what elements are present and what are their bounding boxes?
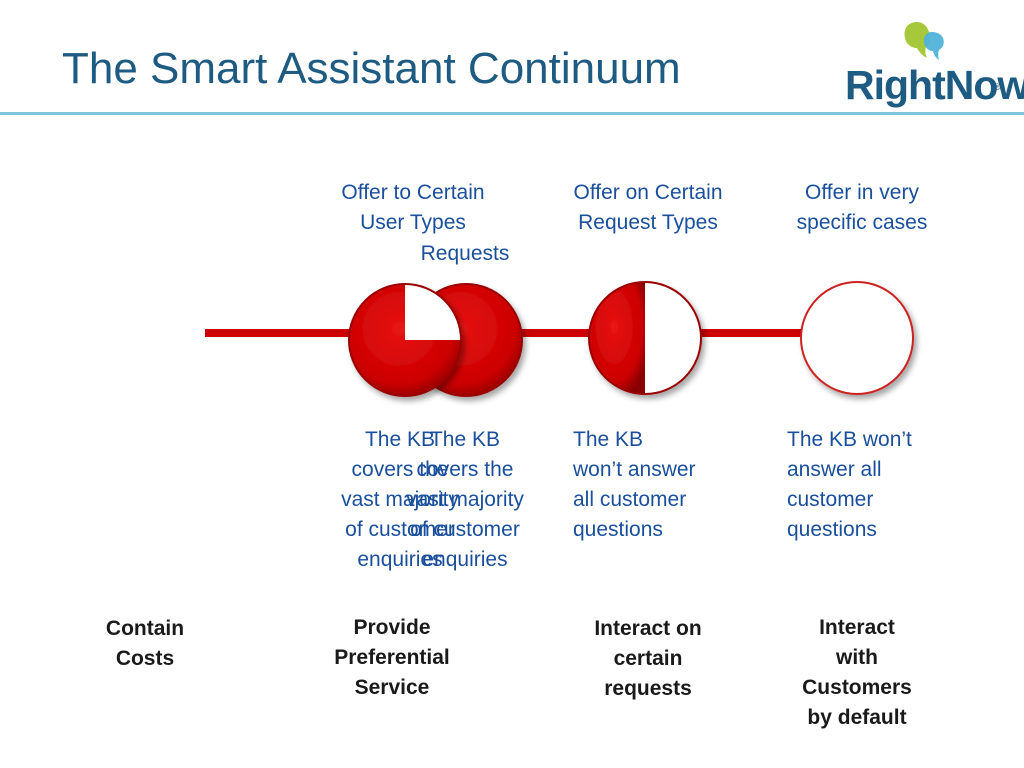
marker-fill (589, 282, 645, 394)
label-line: of customer (410, 518, 520, 541)
label-line: all customer (573, 488, 687, 511)
outcome-interact-default: Interact with Customers by default (777, 613, 937, 733)
marker-outline (588, 281, 702, 395)
label-line: questions (787, 518, 877, 541)
label-line: questions (573, 518, 663, 541)
kb-label-majority-a: The KB covers the vast majority of custo… (325, 425, 475, 575)
label-line: Offer on Certain (573, 181, 723, 204)
green-bubble-icon (904, 22, 930, 58)
label-line: Service (354, 676, 430, 699)
label-offer-request-types: Offer on Certain Request Types (548, 178, 748, 238)
blue-bubble-icon (923, 32, 944, 60)
kb-label-majority-b: The KB covers the vast majority of custo… (390, 425, 540, 575)
label-line: of customer (345, 518, 455, 541)
label-line: Interact (819, 616, 895, 639)
label-line: Interact on (594, 617, 702, 640)
marker-background (801, 282, 913, 394)
label-line: Contain (105, 617, 185, 640)
slide-title: The Smart Assistant Continuum (62, 44, 681, 93)
marker-fill (349, 284, 461, 396)
label-line: by default (807, 706, 907, 729)
label-line: Requests (420, 242, 510, 265)
markers-layer (348, 281, 914, 397)
kb-label-wont-answer-all: The KB won’t answer all customer questio… (787, 425, 957, 545)
marker-outline (800, 281, 914, 395)
rightnow-logo: RightNow ® (845, 18, 1024, 108)
label-line: certain (613, 647, 683, 670)
label-line: with (836, 646, 878, 669)
label-line: Request Types (578, 211, 718, 234)
label-line: Offer in very (805, 181, 919, 204)
label-line: won’t answer (573, 458, 696, 481)
continuum-line (205, 329, 905, 337)
label-line: covers the (351, 458, 449, 481)
label-line: enquiries (422, 548, 508, 571)
registered-mark: ® (994, 82, 1001, 92)
empty-marker (800, 281, 914, 395)
label-line: Customers (802, 676, 912, 699)
logo-wordmark: RightNow (845, 62, 1024, 108)
label-line: vast majority (341, 488, 459, 511)
kb-label-wont-answer: The KB won’t answer all customer questio… (573, 425, 743, 545)
label-line: Preferential (334, 646, 450, 669)
label-requests: Requests (405, 239, 525, 269)
label-line: customer (787, 488, 874, 511)
label-line: vast majority (406, 488, 524, 511)
label-offer-specific-cases: Offer in very specific cases (772, 178, 952, 238)
label-line: User Types (360, 211, 466, 234)
label-line: covers the (416, 458, 514, 481)
label-line: requests (604, 677, 692, 700)
label-line: answer all (787, 458, 882, 481)
label-line: enquiries (357, 548, 443, 571)
label-line: The KB (364, 428, 436, 451)
label-line: Provide (353, 616, 431, 639)
speech-bubbles-icon (904, 22, 944, 60)
label-line: specific cases (796, 211, 928, 234)
outcome-preferential-service: Provide Preferential Service (312, 613, 472, 703)
label-offer-user-types: Offer to Certain User Types (318, 178, 508, 238)
title-underline (0, 112, 1024, 115)
label-line: Costs (115, 647, 175, 670)
label-line: The KB (573, 428, 644, 451)
three-quarter-marker (348, 283, 462, 397)
outcome-interact-requests: Interact on certain requests (568, 614, 728, 704)
marker-outline (348, 283, 462, 397)
half-marker (588, 281, 702, 395)
label-line: The KB (429, 428, 501, 451)
label-line: The KB won’t (787, 428, 912, 451)
outcome-contain-costs: Contain Costs (80, 614, 210, 674)
label-line: Offer to Certain (341, 181, 485, 204)
